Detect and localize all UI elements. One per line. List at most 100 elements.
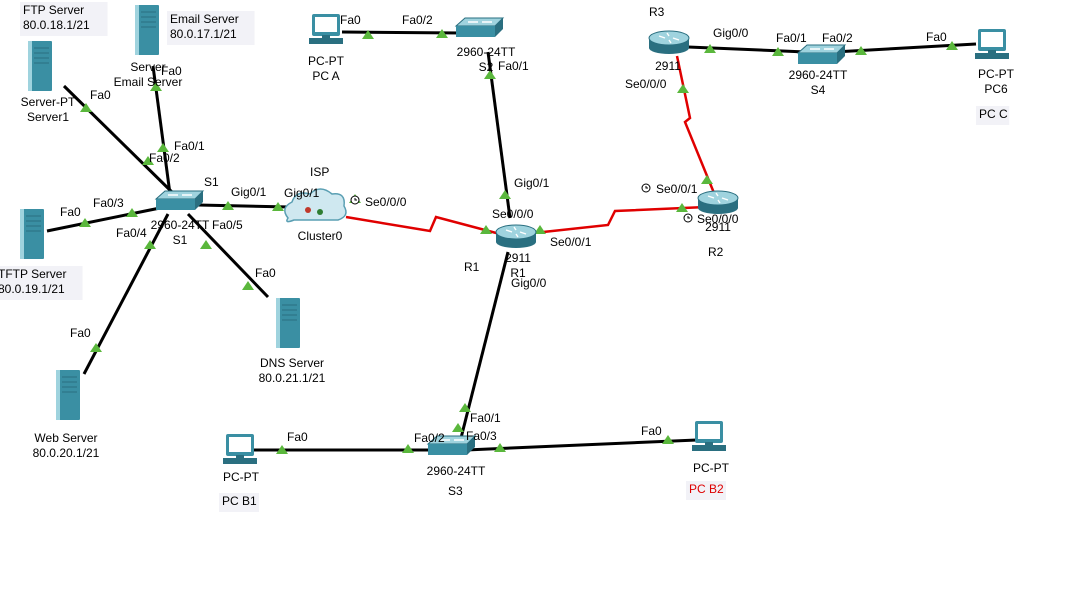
port-status-up-icon [452,423,464,432]
pc-icon [223,434,257,464]
port-status-up-icon [142,156,154,165]
server-icon [276,298,300,348]
port-status-up-icon [459,403,471,412]
server-icon [28,41,52,91]
note-text: 80.0.18.1/21 [23,18,90,32]
port-label: Gig0/0 [713,26,749,40]
label-r2-name: R2 [708,245,724,259]
port-label: Fa0/3 [93,196,124,210]
port-label: Fa0 [641,424,662,438]
port-status-up-icon [362,30,374,39]
device-r3[interactable]: 2911 [648,30,690,73]
device-label: R1 [510,266,526,280]
device-isp[interactable]: Cluster0 [284,188,347,243]
switch-icon [796,44,847,64]
device-label: 80.0.20.1/21 [33,446,100,460]
router-icon [697,190,739,214]
device-pc-b2[interactable]: PC-PT [692,421,730,475]
cable-tftp-server-s1[interactable] [46,206,161,233]
port-status-up-icon [677,84,689,93]
port-status-up-icon [436,29,448,38]
device-r2[interactable]: 2911 [697,190,739,234]
port-status-up-icon [772,47,784,56]
device-label: Cluster0 [298,229,343,243]
cable-s2-r1[interactable] [486,51,512,219]
device-label: PC-PT [978,67,1015,81]
server-icon [20,209,44,259]
port-status-up-icon [150,82,162,91]
port-label: Gig0/1 [231,185,267,199]
device-label: PC A [312,69,339,83]
note-pc-b1[interactable]: PC B1 [219,493,259,512]
note-text: 80.0.17.1/21 [170,27,237,41]
port-label: Fa0/1 [174,139,205,153]
device-s3[interactable]: 2960-24TT [426,435,486,478]
cable-r2-r3[interactable] [675,55,716,194]
cable-r1-r2[interactable] [533,205,707,235]
server-icon [135,5,159,55]
port-status-up-icon [90,343,102,352]
port-label: Se0/0/1 [550,235,592,249]
clock-icon [350,195,360,205]
device-tftp-server[interactable] [20,209,44,259]
note-text: FTP Server [23,3,84,17]
note-pc-b2[interactable]: PC B2 [686,481,726,500]
port-label: Se0/0/0 [625,77,667,91]
cable-dns-server-s1[interactable] [186,212,270,299]
port-status-up-icon [272,202,284,211]
note-text: PC B2 [689,482,724,496]
port-label: Se0/0/0 [365,195,407,209]
device-label: 2911 [655,59,681,73]
switch-icon [426,435,477,455]
note-text: PC B1 [222,494,257,508]
device-label: S2 [479,60,494,74]
cable-s1-isp[interactable] [197,203,291,209]
port-status-up-icon [855,46,867,55]
port-status-up-icon [946,41,958,50]
pc-icon [692,421,726,451]
port-status-up-icon [79,218,91,227]
port-label: Gig0/1 [514,176,550,190]
cable-r1-s3[interactable] [459,251,510,439]
port-label: Fa0 [255,266,276,280]
label-s1-top: S1 [204,175,219,189]
cable-s3-pc-b2[interactable] [465,438,698,452]
port-label: Fa0/1 [776,31,807,45]
note-text: PC C [979,107,1008,121]
port-label: Fa0 [70,326,91,340]
device-label: PC6 [984,82,1008,96]
device-label: Email Server [114,75,183,89]
pc-icon [309,14,343,44]
device-pc-b1[interactable]: PC-PT [223,434,260,484]
cable-isp-r1[interactable] [345,215,501,236]
port-label: Fa0 [60,205,81,219]
port-labels: Fa0Fa0/2Fa0Fa0/1Fa0Fa0/3Fa0Fa0/4Fa0Fa0/5… [60,13,947,445]
device-label: PC-PT [308,54,345,68]
port-label: Fa0 [340,13,361,27]
port-status-up-icon [242,281,254,290]
device-label: Server1 [27,110,69,124]
router-icon [648,30,690,54]
port-label: Gig0/1 [284,186,320,200]
device-label: 2911 [505,251,531,265]
cable-server1-s1[interactable] [62,84,178,198]
port-label: Fa0 [926,30,947,44]
pc-icon [975,29,1009,59]
note-pc-c[interactable]: PC C [976,106,1010,125]
device-label: Server [130,60,165,74]
